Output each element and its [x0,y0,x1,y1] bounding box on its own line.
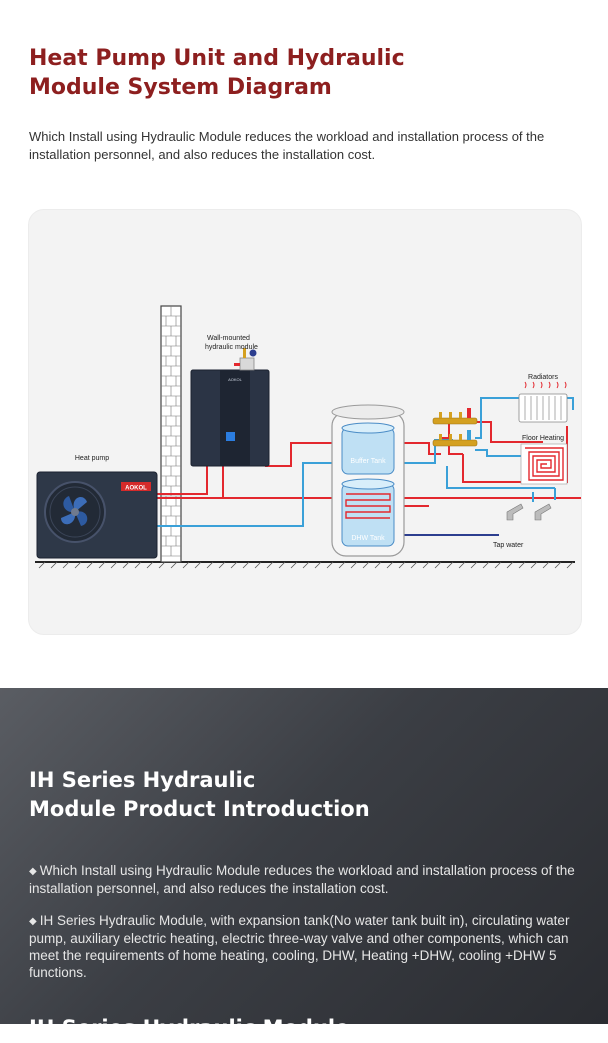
faucet-icon [506,503,552,521]
combined-tank: Buffer Tank DHW Tank [331,404,405,557]
buffer-tank-label: Buffer Tank [350,458,386,465]
system-diagram: AOKOL Heat pump AOKOL Wall-mounted hydra… [35,305,581,569]
intro-paragraph-2: ◆IH Series Hydraulic Module, with expans… [29,912,577,981]
radiators-label: Radiators [528,374,558,381]
page-title-line2: Module System Diagram [29,75,332,100]
dhw-tank-label: DHW Tank [351,535,385,542]
hydraulic-module-unit: AOKOL [190,348,270,467]
diagram-section: Heat Pump Unit and Hydraulic Module Syst… [28,44,582,635]
page-description: Which Install using Hydraulic Module red… [29,129,545,162]
hydraulic-module-label-line1: Wall-mounted [207,335,250,342]
cold-water-pipes [157,397,574,527]
intro-title-line2: Module Product Introduction [29,797,370,821]
heat-wave-icon [524,381,567,389]
manifold-upper [432,408,478,425]
page-title: Heat Pump Unit and Hydraulic Module Syst… [29,44,549,102]
product-intro-section: IH Series Hydraulic Module Product Intro… [0,688,608,1040]
buffer-tank: Buffer Tank [341,422,395,475]
floor-heating-label: Floor Heating [522,435,564,442]
radiator [518,381,568,423]
system-diagram-panel: AOKOL Heat pump AOKOL Wall-mounted hydra… [28,209,582,635]
page-title-line1: Heat Pump Unit and Hydraulic [29,46,405,71]
hydraulic-module-display [226,432,235,441]
pressure-gauge-icon [249,349,257,357]
intro-paragraph-1: ◆Which Install using Hydraulic Module re… [29,862,577,897]
manifold-lower [432,430,478,447]
heat-pump-label: Heat pump [75,455,109,462]
heat-pump-unit: AOKOL [36,471,158,559]
intro-paragraph-2-text: IH Series Hydraulic Module, with expansi… [29,913,570,980]
intro-title-line1: IH Series Hydraulic [29,768,256,792]
bullet-diamond-icon: ◆ [29,866,37,877]
heat-pump-brand-badge [121,482,151,491]
hydraulic-module-brand-text: AOKOL [228,377,243,382]
intro-paragraph-1-text: Which Install using Hydraulic Module red… [29,863,575,896]
dhw-coil [345,493,391,519]
next-section-heading: IH Series Hydraulic Module [29,1016,350,1040]
brick-wall [160,305,182,563]
bullet-diamond-icon: ◆ [29,916,37,927]
tap-water-label: Tap water [493,542,524,549]
floor-heating [520,443,568,485]
ground-hatching [38,561,574,569]
heat-pump-brand-text: AOKOL [125,486,147,492]
dhw-tank: DHW Tank [341,478,395,547]
hydraulic-module-label-line2: hydraulic module [205,344,258,351]
intro-title: IH Series Hydraulic Module Product Intro… [29,766,569,824]
